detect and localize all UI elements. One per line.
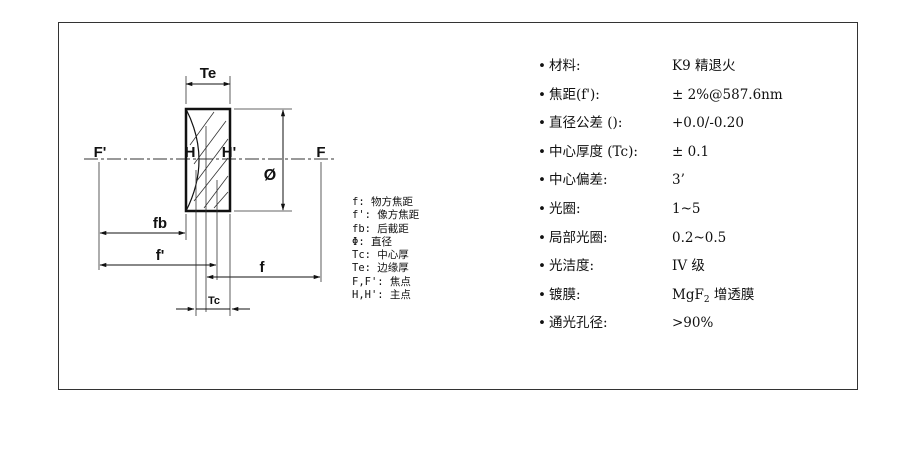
legend-item: Tc: 中心厚 [352, 249, 409, 262]
diagram-frame [58, 22, 858, 390]
principal-point-h-prime-label: H' [222, 144, 236, 161]
spec-value: 1~5 [672, 200, 701, 217]
spec-key: 光洁度: [549, 258, 595, 275]
legend-item: F,F': 焦点 [352, 275, 411, 288]
coating-subscript: 2 [703, 294, 710, 305]
spec-key: 镀膜: [549, 286, 581, 303]
bullet: • [538, 172, 546, 189]
spec-value: +0.0/-0.20 [672, 115, 744, 132]
legend-item: f': 像方焦距 [352, 209, 420, 222]
legend-item: Φ: 直径 [352, 235, 392, 248]
legend-item: Te: 边缘厚 [352, 262, 409, 275]
bullet: • [538, 258, 546, 275]
focal-point-f-label: F [316, 144, 325, 161]
tc-label: Tc [208, 295, 220, 307]
spec-key: 通光孔径: [549, 315, 608, 332]
focal-point-f-prime-label: F' [94, 144, 107, 161]
spec-key: 局部光圈: [549, 229, 608, 246]
bullet: • [538, 229, 546, 246]
diameter-label: Ø [264, 167, 276, 184]
spec-key: 焦距(f'): [549, 86, 600, 103]
spec-value: 0.2~0.5 [672, 229, 727, 246]
spec-value: >90% [672, 315, 714, 332]
bullet: • [538, 286, 546, 303]
spec-key: 直径公差 (): [549, 115, 623, 132]
principal-point-h-label: H [185, 144, 196, 161]
spec-key: 中心偏差: [549, 172, 608, 189]
spec-value: ± 0.1 [672, 143, 710, 160]
lens-body [184, 107, 232, 213]
bullet: • [538, 58, 546, 74]
symbol-legend: f: 物方焦距 f': 像方焦距 fb: 后截距 Φ: 直径 Tc: 中心厚 T… [352, 196, 419, 302]
spec-key: 光圈: [549, 200, 581, 217]
legend-item: fb: 后截距 [352, 222, 409, 235]
fb-label: fb [153, 215, 167, 232]
bullet: • [538, 115, 546, 132]
f-prime-dimension-label: f' [156, 247, 165, 264]
bullet: • [538, 315, 546, 332]
spec-value: MgF2 增透膜 [672, 281, 754, 310]
bullet: • [538, 200, 546, 217]
f-dimension-label: f [260, 259, 266, 276]
spec-key: 中心厚度 (Tc): [549, 143, 638, 160]
coating-suffix: 增透膜 [709, 286, 755, 303]
spec-value: IV 级 [672, 258, 705, 275]
spec-key: 材料: [549, 58, 581, 74]
spec-value: 3’ [672, 172, 685, 189]
coating-formula: MgF [672, 286, 704, 303]
te-label: Te [200, 65, 216, 82]
legend-item: f: 物方焦距 [352, 196, 413, 208]
bullet: • [538, 143, 546, 160]
spec-value: ± 2%@587.6nm [672, 86, 783, 103]
bullet: • [538, 86, 546, 103]
legend-item: H,H': 主点 [352, 289, 411, 302]
spec-value: K9 精退火 [672, 58, 736, 74]
